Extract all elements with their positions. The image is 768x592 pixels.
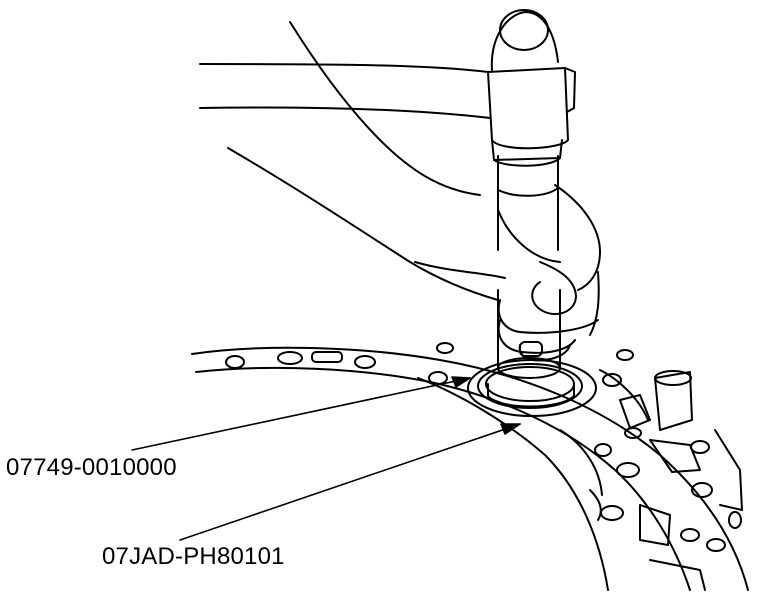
leader-line-driver [131,377,471,451]
callout-driver-part-number: 07749-0010000 [6,454,177,481]
hand-icon [227,21,601,362]
leader-line-attachment [179,423,521,541]
leader-lines [131,376,521,541]
driver-tool-icon [467,155,597,417]
callout-attachment-part-number: 07JAD-PH80101 [102,543,285,570]
transmission-case-icon [191,342,749,591]
hammer-icon [199,9,576,167]
